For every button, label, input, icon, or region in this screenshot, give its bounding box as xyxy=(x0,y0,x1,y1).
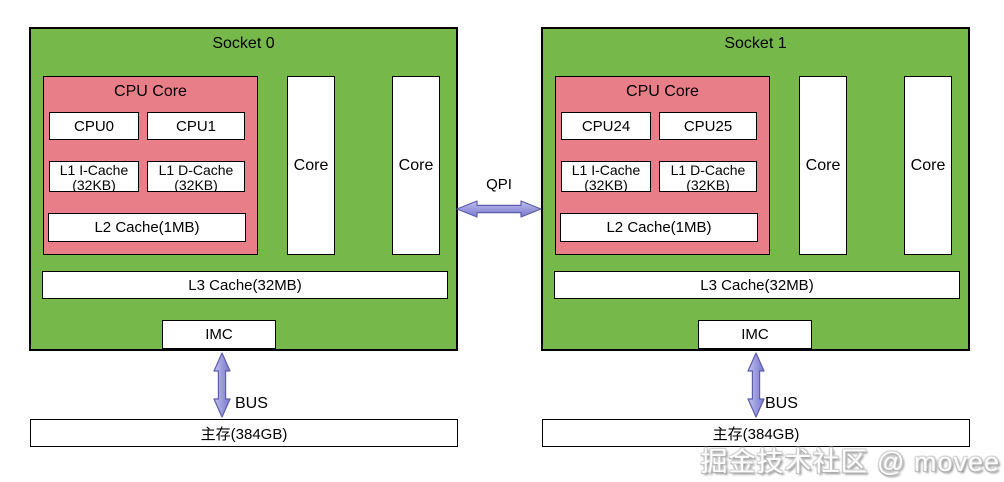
l1-dcache-size: (32KB) xyxy=(174,177,218,192)
socket0-l3-cache-box: L3 Cache(32MB) xyxy=(42,271,448,299)
socket1-bus-arrow-icon xyxy=(747,352,765,418)
socket0-bus-label: BUS xyxy=(235,395,268,412)
socket1-cpu-core-title: CPU Core xyxy=(626,83,699,100)
socket0-cpu0-box: CPU0 xyxy=(49,112,139,140)
socket1-l3-cache-box: L3 Cache(32MB) xyxy=(554,271,960,299)
qpi-arrow-icon xyxy=(456,200,542,218)
socket1-cpu24-box: CPU24 xyxy=(561,112,651,140)
socket1-l1-dcache-box: L1 D-Cache (32KB) xyxy=(659,161,757,192)
socket0-title: Socket 0 xyxy=(212,35,275,52)
socket0-cpu1-box: CPU1 xyxy=(147,112,245,140)
socket1-cpu-core-box: CPU Core CPU24 CPU25 L1 I-Cache (32KB) L… xyxy=(555,76,770,255)
socket0-l1-dcache-box: L1 D-Cache (32KB) xyxy=(147,161,245,192)
l1-icache-size: (32KB) xyxy=(72,177,116,192)
socket0-l2-cache-box: L2 Cache(1MB) xyxy=(48,213,246,242)
socket1-l1-icache-box: L1 I-Cache (32KB) xyxy=(561,161,651,192)
l1-icache-size: (32KB) xyxy=(584,177,628,192)
watermark-text: 掘金技术社区 @ movee xyxy=(700,447,1000,477)
socket0-box: Socket 0 CPU Core CPU0 CPU1 L1 I-Cache (… xyxy=(29,27,458,351)
socket0-group: Socket 0 CPU Core CPU0 CPU1 L1 I-Cache (… xyxy=(29,27,459,448)
socket0-core-box-2: Core xyxy=(392,76,440,255)
l1-dcache-name: L1 D-Cache xyxy=(670,162,746,178)
socket1-imc-box: IMC xyxy=(698,320,812,349)
socket1-box: Socket 1 CPU Core CPU24 CPU25 L1 I-Cache… xyxy=(541,27,970,351)
socket0-main-memory-box: 主存(384GB) xyxy=(30,419,458,447)
socket1-core-box-2: Core xyxy=(904,76,952,255)
socket1-main-memory-box: 主存(384GB) xyxy=(542,419,970,447)
l1-dcache-size: (32KB) xyxy=(686,177,730,192)
socket1-title: Socket 1 xyxy=(724,35,787,52)
l1-dcache-name: L1 D-Cache xyxy=(158,162,234,178)
socket0-cpu-core-title: CPU Core xyxy=(114,83,187,100)
socket1-core-box-1: Core xyxy=(799,76,847,255)
socket1-l2-cache-box: L2 Cache(1MB) xyxy=(560,213,758,242)
socket0-core-box-1: Core xyxy=(287,76,335,255)
socket0-l1-icache-box: L1 I-Cache (32KB) xyxy=(49,161,139,192)
socket1-bus-label: BUS xyxy=(765,395,798,412)
socket0-cpu-core-box: CPU Core CPU0 CPU1 L1 I-Cache (32KB) L1 … xyxy=(43,76,258,255)
socket0-bus-arrow-icon xyxy=(213,352,231,418)
socket1-cpu25-box: CPU25 xyxy=(659,112,757,140)
l1-icache-name: L1 I-Cache xyxy=(59,162,129,178)
qpi-label: QPI xyxy=(486,176,512,193)
l1-icache-name: L1 I-Cache xyxy=(571,162,641,178)
socket1-group: Socket 1 CPU Core CPU24 CPU25 L1 I-Cache… xyxy=(541,27,971,448)
socket0-imc-box: IMC xyxy=(162,320,276,349)
